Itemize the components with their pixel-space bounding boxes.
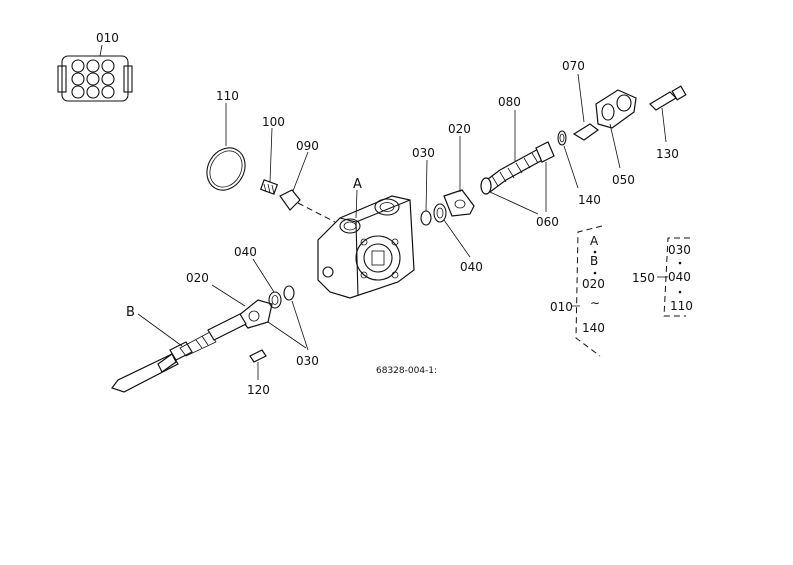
spool-B	[111, 313, 247, 393]
o-ring-110	[206, 103, 246, 191]
parts-140-070-050-130	[557, 73, 687, 189]
callout-110: 110	[216, 89, 239, 103]
legend-right-030: 030	[668, 243, 691, 257]
legend-right-dot-2	[678, 290, 682, 294]
legend-left-group-010: 010	[550, 300, 573, 314]
callout-090: 090	[296, 139, 319, 153]
legend-right-group-150: 150	[632, 271, 655, 285]
plug-100	[259, 127, 279, 195]
bolt-120	[249, 349, 267, 380]
assembly-thumbnail-010	[57, 44, 133, 102]
callout-040-left: 040	[234, 245, 257, 259]
legend-right-110: 110	[670, 299, 693, 313]
callout-020-upper: 020	[448, 122, 471, 136]
parts-040-020-030-left	[211, 258, 309, 351]
callout-140: 140	[578, 193, 601, 207]
callout-030-lower: 030	[296, 354, 319, 368]
legend-right-dot-1	[678, 261, 682, 265]
figure-code: 68328-004-1:	[376, 366, 437, 376]
callout-080: 080	[498, 95, 521, 109]
legend-right-040: 040	[668, 270, 691, 284]
legend-left-A: A	[590, 234, 599, 248]
retainers-060	[480, 141, 555, 215]
legend-left-140: 140	[582, 321, 605, 335]
callout-040-right: 040	[460, 260, 483, 274]
callout-A: A	[353, 177, 362, 192]
callout-010: 010	[96, 31, 119, 45]
callout-120: 120	[247, 383, 270, 397]
callout-020-left: 020	[186, 271, 209, 285]
callout-070: 070	[562, 59, 585, 73]
callout-060: 060	[536, 215, 559, 229]
callout-100: 100	[262, 115, 285, 129]
callout-130: 130	[656, 147, 679, 161]
legend-left-020: 020	[582, 277, 605, 291]
legend-left-dot-2	[593, 271, 597, 275]
callout-050: 050	[612, 173, 635, 187]
plug-090	[279, 151, 336, 223]
parts-030-040-020-right	[420, 136, 475, 258]
valve-body-A	[317, 189, 415, 299]
legend-left-dot-1	[593, 250, 597, 254]
legend-left-tilde: ∼	[590, 296, 600, 310]
legend-left-B: B	[590, 254, 598, 268]
legend-brackets	[572, 225, 690, 357]
callout-B: B	[126, 305, 135, 320]
callout-030-upper: 030	[412, 146, 435, 160]
